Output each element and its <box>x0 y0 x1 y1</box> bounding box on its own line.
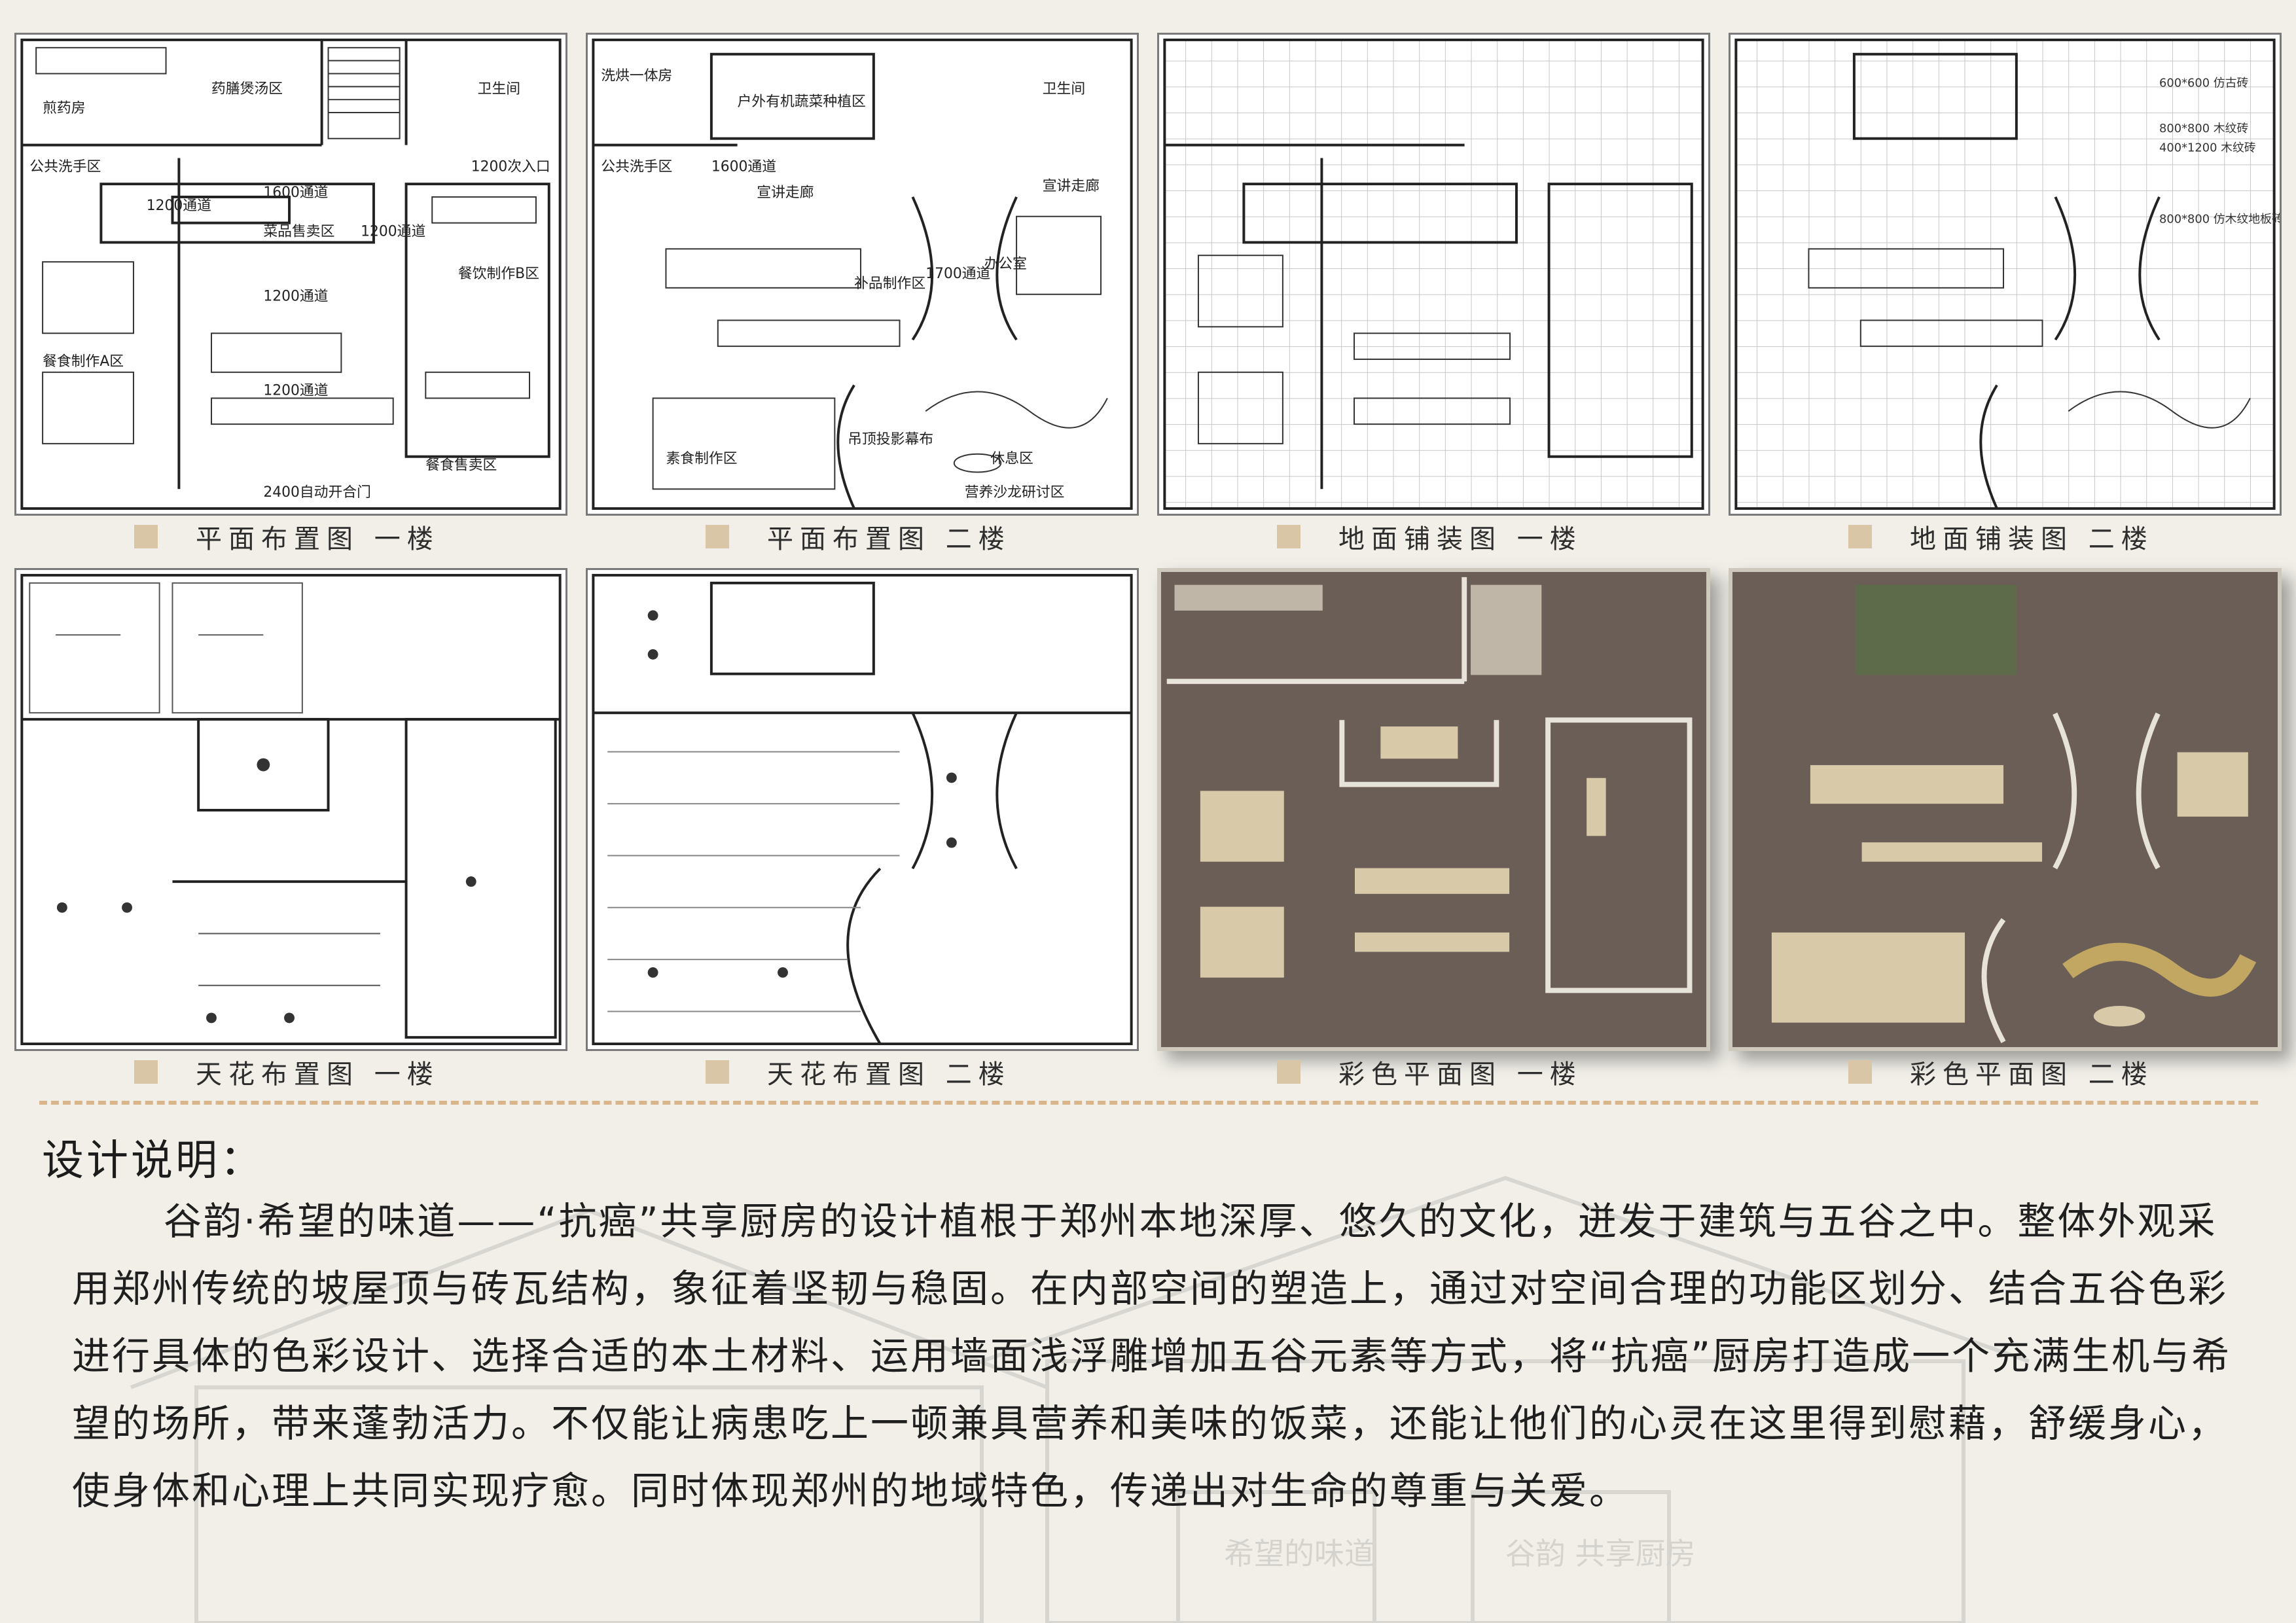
caption-color-plan-1: 彩色平面图 一楼 <box>1277 1052 1583 1092</box>
label-tongdao1200d: 1200通道 <box>263 382 328 399</box>
label-rukou: 1200次入口 <box>471 158 550 175</box>
description-body: 谷韵·希望的味道——“抗癌”共享厨房的设计植根于郑州本地深厚、悠久的文化，迸发于… <box>72 1199 2232 1513</box>
plan-floor1-drawing: 煎药房 药膳煲汤区 卫生间 公共洗手区 1200次入口 1600通道 1200通… <box>20 38 562 510</box>
label-xuanjiang1: 宣讲走廊 <box>757 185 814 201</box>
sign-left: 希望的味道 <box>1224 1536 1374 1571</box>
label-gonggong2: 公共洗手区 <box>601 158 672 175</box>
caption-square <box>1277 525 1300 548</box>
caption-square <box>706 525 729 548</box>
caption-square <box>706 1060 729 1084</box>
caption-square <box>1848 525 1872 548</box>
label-xihong: 洗烘一体房 <box>601 67 672 84</box>
label-diaoding: 吊顶投影幕布 <box>848 431 933 448</box>
ceiling-2-panel <box>586 568 1139 1051</box>
label-sushi: 素食制作区 <box>666 451 737 467</box>
ceiling-1-drawing <box>20 573 562 1046</box>
floor2-label-b: 800*800 木纹砖 <box>2159 122 2248 135</box>
label-canyinA: 餐食制作A区 <box>43 353 124 370</box>
label-xuanjiang2: 宣讲走廊 <box>1043 178 1100 194</box>
plan-floor1-panel: 煎药房 药膳煲汤区 卫生间 公共洗手区 1200次入口 1600通道 1200通… <box>14 33 567 516</box>
plan-floor2-drawing: 洗烘一体房 户外有机蔬菜种植区 卫生间 公共洗手区 1600通道 宣讲走廊 宣讲… <box>592 38 1133 510</box>
label-bupin: 补品制作区 <box>854 276 925 292</box>
sign-right: 谷韵 共享厨房 <box>1505 1536 1696 1571</box>
label-weisheng: 卫生间 <box>478 80 520 97</box>
caption-color-plan-2: 彩色平面图 二楼 <box>1848 1052 2154 1092</box>
caption-plan-floor2: 平面布置图 二楼 <box>706 517 1011 556</box>
label-tongdao2: 1600通道 <box>711 158 776 175</box>
label-gonggong: 公共洗手区 <box>29 158 101 175</box>
caption-ceiling-2: 天花布置图 二楼 <box>706 1052 1011 1092</box>
label-zidong: 2400自动开合门 <box>263 484 371 501</box>
label-tongdao1200b: 1200通道 <box>361 223 425 240</box>
label-yaoshan: 药膳煲汤区 <box>211 80 283 97</box>
label-caipin: 菜品售卖区 <box>263 223 334 240</box>
floor2-label-a: 600*600 仿古砖 <box>2159 76 2248 90</box>
label-jianyao: 煎药房 <box>43 100 85 116</box>
color-plan-1-drawing <box>1161 572 1706 1047</box>
caption-plan-floor1: 平面布置图 一楼 <box>134 517 440 556</box>
label-tongdao1200c: 1200通道 <box>263 289 328 305</box>
floor2-label-d: 800*800 仿木纹地板砖 <box>2159 213 2280 226</box>
color-plan-2-panel <box>1729 568 2282 1051</box>
label-tongdao1700: 1700通道 <box>925 266 990 282</box>
label-canshi: 餐食售卖区 <box>425 457 497 474</box>
label-weisheng2: 卫生间 <box>1043 80 1085 97</box>
plan-floor2-panel: 洗烘一体房 户外有机蔬菜种植区 卫生间 公共洗手区 1600通道 宣讲走廊 宣讲… <box>586 33 1139 516</box>
caption-ceiling-1: 天花布置图 一楼 <box>134 1052 440 1092</box>
caption-square <box>134 1060 158 1084</box>
label-bangong: 办公室 <box>984 256 1026 272</box>
ceiling-2-drawing <box>592 573 1133 1046</box>
floor2-label-c: 400*1200 木纹砖 <box>2159 141 2256 155</box>
caption-square <box>1848 1060 1872 1084</box>
label-tongdao1600: 1600通道 <box>263 185 328 201</box>
label-canyinB: 餐饮制作B区 <box>458 266 539 282</box>
background-building-sketch: 希望的味道 谷韵 共享厨房 <box>130 1175 2030 1623</box>
description-heading: 设计说明： <box>42 1137 264 1185</box>
floor-paving-1-drawing <box>1163 38 1704 510</box>
label-xiuxi: 休息区 <box>990 451 1033 467</box>
label-huwai: 户外有机蔬菜种植区 <box>738 94 866 110</box>
color-plan-1-panel <box>1157 568 1710 1051</box>
caption-square <box>134 525 158 548</box>
color-plan-2-drawing <box>1732 572 2278 1047</box>
floor-paving-1-panel <box>1157 33 1710 516</box>
label-tongdao1200a: 1200通道 <box>147 198 211 214</box>
label-yingyang: 营养沙龙研讨区 <box>965 484 1065 501</box>
caption-square <box>1277 1060 1300 1084</box>
caption-floor-paving-1: 地面铺装图 一楼 <box>1277 517 1583 556</box>
floor-paving-2-panel: 600*600 仿古砖 800*800 木纹砖 400*1200 木纹砖 800… <box>1729 33 2282 516</box>
ceiling-1-panel <box>14 568 567 1051</box>
section-divider <box>39 1101 2258 1105</box>
floor-paving-2-drawing: 600*600 仿古砖 800*800 木纹砖 400*1200 木纹砖 800… <box>1734 38 2280 510</box>
caption-floor-paving-2: 地面铺装图 二楼 <box>1848 517 2154 556</box>
